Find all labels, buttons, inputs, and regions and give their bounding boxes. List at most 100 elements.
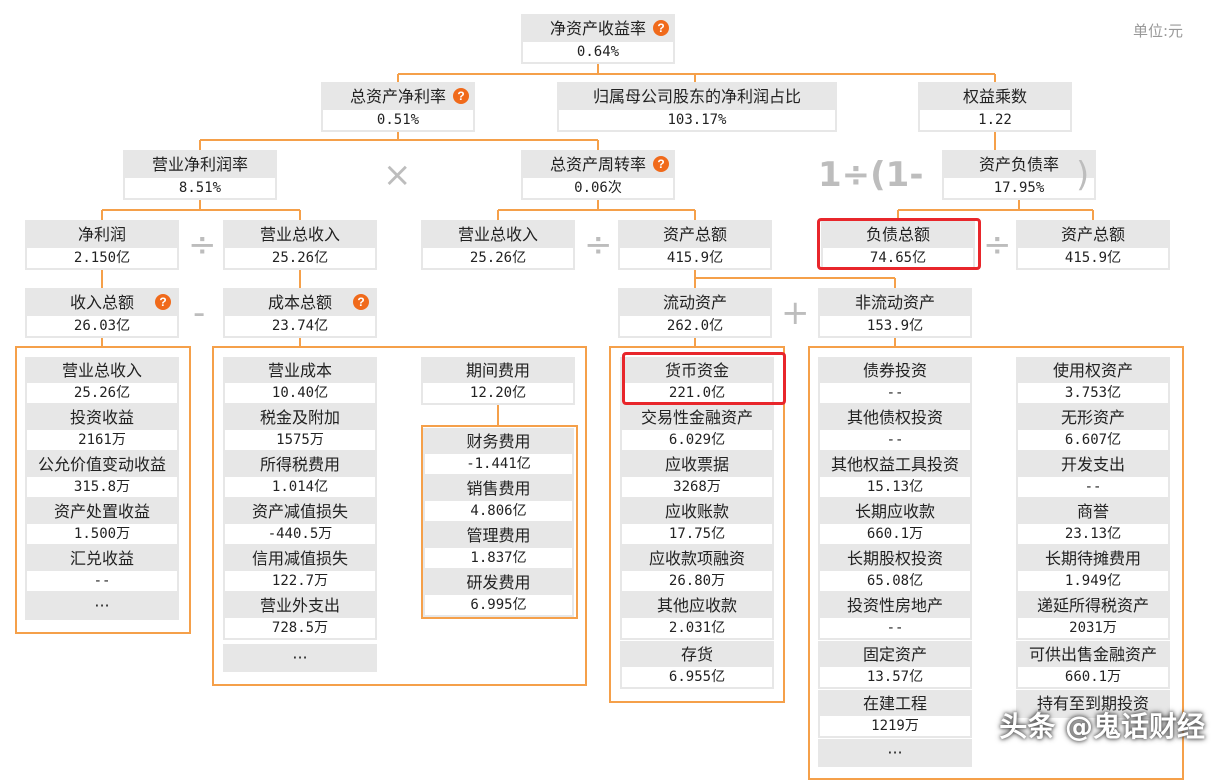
total-assets-node-2[interactable]: 资产总额 415.9亿 bbox=[1016, 220, 1170, 270]
revenue-value-2: 25.26亿 bbox=[423, 248, 573, 268]
item-value: 6.029亿 bbox=[622, 430, 772, 450]
item-label: 投资性房地产 bbox=[820, 594, 970, 618]
period-expense-node[interactable]: 期间费用 12.20亿 bbox=[421, 357, 575, 405]
turnover-value: 0.06次 bbox=[523, 178, 673, 198]
net-profit-label: 净利润 bbox=[27, 222, 177, 248]
list-item[interactable]: 无形资产 6.607亿 bbox=[1016, 404, 1170, 452]
list-item[interactable]: 使用权资产 3.753亿 bbox=[1016, 357, 1170, 405]
help-icon[interactable]: ? bbox=[155, 294, 171, 310]
list-item[interactable]: 营业成本 10.40亿 bbox=[223, 357, 377, 405]
list-item[interactable]: 持有至到期投资 bbox=[1016, 690, 1170, 718]
list-item[interactable]: 销售费用 4.806亿 bbox=[423, 475, 574, 523]
item-label: 应收票据 bbox=[622, 453, 772, 477]
item-label: 所得税费用 bbox=[225, 453, 375, 477]
list-item[interactable]: 汇兑收益 -- bbox=[25, 545, 179, 593]
divide-operator: ÷ bbox=[188, 225, 217, 265]
list-item[interactable]: 长期待摊费用 1.949亿 bbox=[1016, 545, 1170, 593]
total-income-label: 收入总额? bbox=[27, 290, 177, 316]
period-expense-group bbox=[421, 425, 578, 619]
list-item[interactable]: 营业总收入 25.26亿 bbox=[25, 357, 179, 405]
list-item[interactable]: 资产处置收益 1.500万 bbox=[25, 498, 179, 546]
item-value: 1.014亿 bbox=[225, 477, 375, 497]
list-item[interactable]: 应收票据 3268万 bbox=[620, 451, 774, 499]
debt-ratio-node[interactable]: 资产负债率 17.95% bbox=[942, 150, 1096, 200]
more-item[interactable]: ··· bbox=[223, 644, 377, 672]
debt-ratio-label: 资产负债率 bbox=[944, 152, 1094, 178]
revenue-node[interactable]: 营业总收入 25.26亿 bbox=[223, 220, 377, 270]
list-item[interactable]: 交易性金融资产 6.029亿 bbox=[620, 404, 774, 452]
total-liabilities-node[interactable]: 负债总额 74.65亿 bbox=[821, 220, 975, 270]
item-value: 23.13亿 bbox=[1018, 524, 1168, 544]
help-icon[interactable]: ? bbox=[353, 294, 369, 310]
help-icon[interactable]: ? bbox=[653, 156, 669, 172]
current-assets-node[interactable]: 流动资产 262.0亿 bbox=[618, 288, 772, 338]
revenue-node-2[interactable]: 营业总收入 25.26亿 bbox=[421, 220, 575, 270]
list-item[interactable]: 研发费用 6.995亿 bbox=[423, 569, 574, 617]
item-label: 递延所得税资产 bbox=[1018, 594, 1168, 618]
list-item[interactable]: 开发支出 -- bbox=[1016, 451, 1170, 499]
divide-operator: ÷ bbox=[983, 225, 1012, 265]
noncurrent-assets-label: 非流动资产 bbox=[820, 290, 970, 316]
item-label: 资产处置收益 bbox=[27, 500, 177, 524]
list-item[interactable]: 商誉 23.13亿 bbox=[1016, 498, 1170, 546]
times-operator: × bbox=[383, 155, 412, 195]
item-label: 开发支出 bbox=[1018, 453, 1168, 477]
list-item[interactable]: 投资性房地产 -- bbox=[818, 592, 972, 640]
total-income-node[interactable]: 收入总额? 26.03亿 bbox=[25, 288, 179, 338]
roa-node[interactable]: 总资产净利率? 0.51% bbox=[321, 82, 475, 132]
item-value: 10.40亿 bbox=[225, 383, 375, 403]
roe-node[interactable]: 净资产收益率? 0.64% bbox=[521, 14, 675, 64]
item-label: 营业成本 bbox=[225, 359, 375, 383]
list-item[interactable]: 可供出售金融资产 660.1万 bbox=[1016, 641, 1170, 689]
list-item[interactable]: 长期股权投资 65.08亿 bbox=[818, 545, 972, 593]
list-item[interactable]: 在建工程 1219万 bbox=[818, 690, 972, 738]
list-item[interactable]: 其他权益工具投资 15.13亿 bbox=[818, 451, 972, 499]
list-item[interactable]: 信用减值损失 122.7万 bbox=[223, 545, 377, 593]
total-cost-node[interactable]: 成本总额? 23.74亿 bbox=[223, 288, 377, 338]
net-profit-node[interactable]: 净利润 2.150亿 bbox=[25, 220, 179, 270]
list-item[interactable]: 递延所得税资产 2031万 bbox=[1016, 592, 1170, 640]
list-item[interactable]: 管理费用 1.837亿 bbox=[423, 522, 574, 570]
list-item[interactable]: 长期应收款 660.1万 bbox=[818, 498, 972, 546]
item-value: 13.57亿 bbox=[820, 667, 970, 687]
list-item[interactable]: 税金及附加 1575万 bbox=[223, 404, 377, 452]
parent-ratio-node[interactable]: 归属母公司股东的净利润占比 103.17% bbox=[557, 82, 837, 132]
divide-operator: ÷ bbox=[584, 225, 613, 265]
help-icon[interactable]: ? bbox=[453, 88, 469, 104]
list-item[interactable]: 应收账款 17.75亿 bbox=[620, 498, 774, 546]
list-item[interactable]: 营业外支出 728.5万 bbox=[223, 592, 377, 640]
item-label: 可供出售金融资产 bbox=[1018, 643, 1168, 667]
list-item[interactable]: 债券投资 -- bbox=[818, 357, 972, 405]
list-item[interactable]: 应收款项融资 26.80万 bbox=[620, 545, 774, 593]
list-item[interactable]: 货币资金 221.0亿 bbox=[620, 357, 774, 405]
parent-ratio-label: 归属母公司股东的净利润占比 bbox=[559, 84, 835, 110]
list-item[interactable]: 财务费用 -1.441亿 bbox=[423, 428, 574, 476]
item-label: 应收账款 bbox=[622, 500, 772, 524]
equity-multiplier-node[interactable]: 权益乘数 1.22 bbox=[918, 82, 1072, 132]
item-label: 资产减值损失 bbox=[225, 500, 375, 524]
noncurrent-assets-value: 153.9亿 bbox=[820, 316, 970, 336]
net-margin-node[interactable]: 营业净利润率 8.51% bbox=[123, 150, 277, 200]
turnover-node[interactable]: 总资产周转率? 0.06次 bbox=[521, 150, 675, 200]
list-item[interactable]: 其他债权投资 -- bbox=[818, 404, 972, 452]
help-icon[interactable]: ? bbox=[653, 20, 669, 36]
item-label: 长期应收款 bbox=[820, 500, 970, 524]
list-item[interactable]: 投资收益 2161万 bbox=[25, 404, 179, 452]
total-liabilities-label: 负债总额 bbox=[823, 222, 973, 248]
item-label: 持有至到期投资 bbox=[1018, 692, 1168, 716]
item-value: 2.031亿 bbox=[622, 618, 772, 638]
period-expense-value: 12.20亿 bbox=[423, 383, 573, 403]
noncurrent-assets-node[interactable]: 非流动资产 153.9亿 bbox=[818, 288, 972, 338]
item-label: ··· bbox=[27, 594, 177, 618]
list-item[interactable]: 其他应收款 2.031亿 bbox=[620, 592, 774, 640]
list-item[interactable]: 公允价值变动收益 315.8万 bbox=[25, 451, 179, 499]
list-item[interactable]: 固定资产 13.57亿 bbox=[818, 641, 972, 689]
total-assets-node[interactable]: 资产总额 415.9亿 bbox=[618, 220, 772, 270]
list-item[interactable]: 资产减值损失 -440.5万 bbox=[223, 498, 377, 546]
total-cost-value: 23.74亿 bbox=[225, 316, 375, 336]
watermark: 头条 @鬼话财经 bbox=[999, 710, 1205, 743]
list-item[interactable]: 所得税费用 1.014亿 bbox=[223, 451, 377, 499]
more-item[interactable]: ··· bbox=[818, 739, 972, 767]
list-item[interactable]: 存货 6.955亿 bbox=[620, 641, 774, 689]
more-item[interactable]: ··· bbox=[25, 592, 179, 620]
